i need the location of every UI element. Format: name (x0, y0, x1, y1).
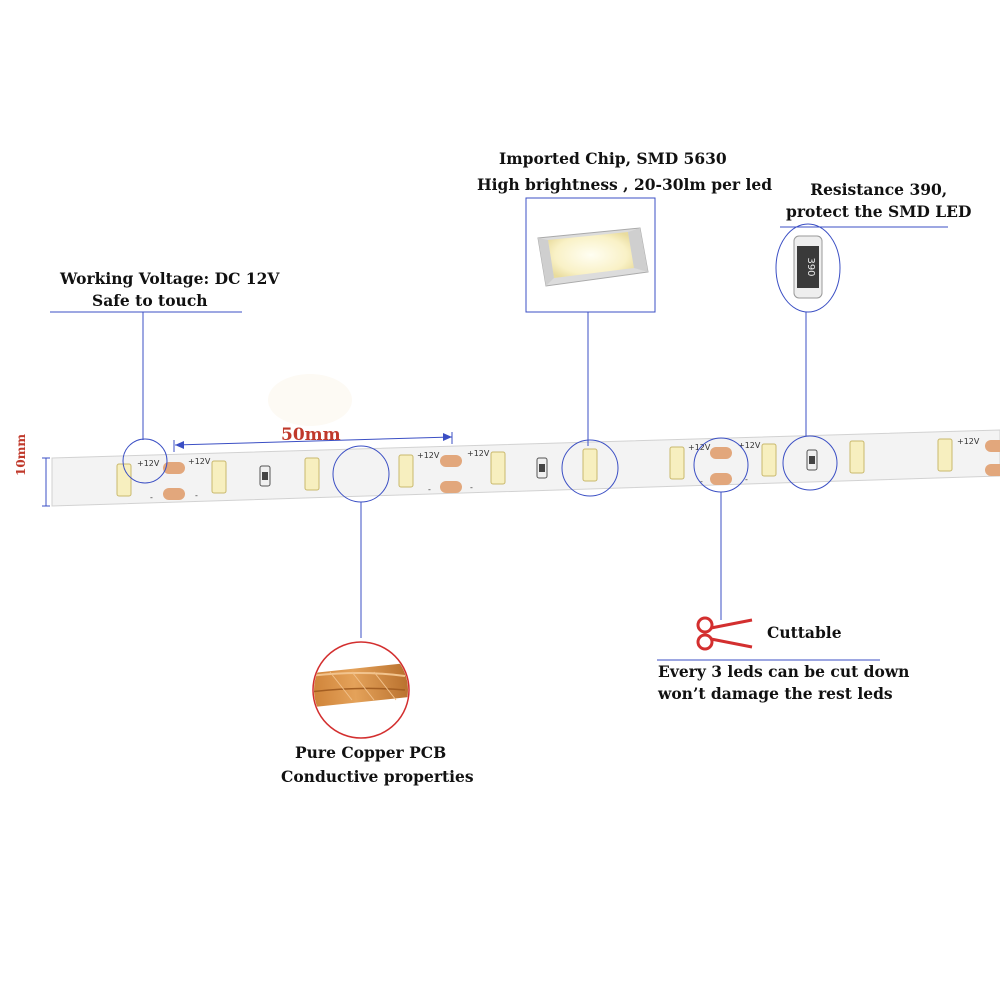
glare (268, 374, 352, 426)
voltage-line1: Working Voltage: DC 12V (60, 269, 280, 288)
resistor-label: Resistance 390, protect the SMD LED (786, 179, 971, 223)
solder-pad (163, 488, 185, 500)
led-chip (669, 446, 685, 480)
cuttable-title: Cuttable (767, 623, 842, 642)
smd-chip-image (537, 227, 649, 287)
strip-mark-positive: +12V (467, 449, 490, 458)
strip-mark-negative: - (700, 477, 703, 486)
strip-mark-positive: +12V (688, 443, 711, 452)
led-chip (490, 451, 506, 485)
resistor-line1: Resistance 390, (810, 180, 948, 199)
resistor-code: 390 (805, 257, 816, 276)
chip-line1: Imported Chip, SMD 5630 (499, 149, 727, 168)
led-chip (761, 443, 777, 477)
copper-label: Pure Copper PCB Conductive properties (281, 742, 474, 788)
width-dimension-label: 10mm (14, 433, 28, 476)
led-chip (849, 440, 865, 474)
solder-pad (985, 464, 1000, 476)
strip-mark-positive: +12V (188, 457, 211, 466)
strip-mark-positive: +12V (137, 459, 160, 468)
strip-mark-negative: - (150, 493, 153, 502)
voltage-line2: Safe to touch (92, 291, 208, 310)
solder-pad (985, 440, 1000, 452)
resistor-inset-frame (775, 223, 841, 313)
voltage-callout-circle (122, 438, 168, 484)
resistor-callout-circle (782, 435, 838, 491)
copper-pcb-image (312, 641, 410, 739)
strip-mark-negative: - (428, 485, 431, 494)
cuttable-description: Every 3 leds can be cut down won’t damag… (658, 661, 909, 705)
resistor-line2: protect the SMD LED (786, 202, 972, 221)
chip-inset-frame (525, 197, 656, 313)
solder-pad (710, 447, 732, 459)
led-chip (304, 457, 320, 491)
led-chip (116, 463, 132, 497)
scissors-icon (696, 616, 753, 651)
voltage-label: Working Voltage: DC 12V Safe to touch (60, 268, 279, 312)
dimension-arrow-50mm (173, 432, 453, 452)
cut-line2: won’t damage the rest leds (658, 684, 893, 703)
chip-label: Imported Chip, SMD 5630 High brightness … (477, 148, 772, 196)
strip-mark-positive: +12V (417, 451, 440, 460)
resistor-image: 390 (793, 235, 823, 299)
strip-mark-negative: - (470, 483, 473, 492)
cut-line1: Every 3 leds can be cut down (658, 662, 910, 681)
led-chip (937, 438, 953, 472)
dimension-bracket-10mm (42, 457, 50, 507)
chip-line2: High brightness , 20-30lm per led (477, 175, 773, 194)
cut-pads (163, 440, 1000, 500)
chip-callout-circle (561, 439, 619, 497)
solder-pad (163, 462, 185, 474)
strip-mark-positive: +12V (957, 437, 980, 446)
strip-mark-negative: - (745, 475, 748, 484)
copper-line2: Conductive properties (281, 767, 474, 786)
solder-pad (440, 455, 462, 467)
led-chips (116, 438, 953, 497)
copper-line1: Pure Copper PCB (295, 743, 447, 762)
led-chip (582, 448, 598, 482)
strip-mark-positive: +12V (738, 441, 761, 450)
solder-pad (710, 473, 732, 485)
length-dimension-label: 50mm (281, 425, 341, 445)
led-chip (398, 454, 414, 488)
strip-mark-negative: - (195, 491, 198, 500)
led-chip (211, 460, 227, 494)
solder-pad (440, 481, 462, 493)
